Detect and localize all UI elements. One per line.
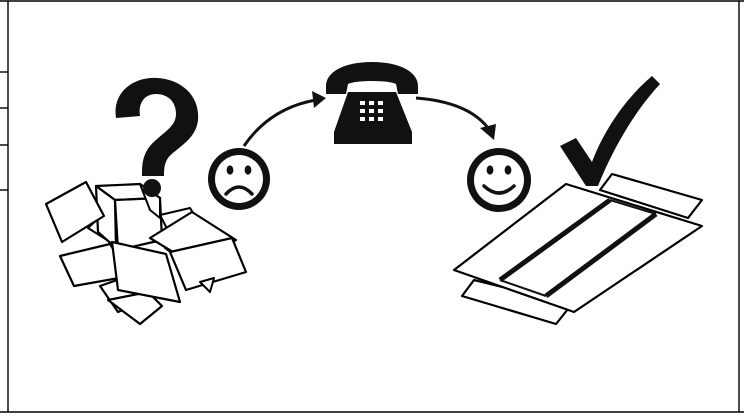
messy-papers-pile: [46, 182, 246, 324]
arrow-to-phone-icon: [244, 91, 326, 146]
arrow-from-phone-icon: [416, 98, 496, 140]
question-mark-icon: [116, 78, 199, 197]
check-mark-icon: [560, 76, 660, 186]
smiling-face-icon: [467, 148, 531, 212]
telephone-icon: [326, 62, 418, 144]
frowning-face-icon: [208, 148, 270, 210]
